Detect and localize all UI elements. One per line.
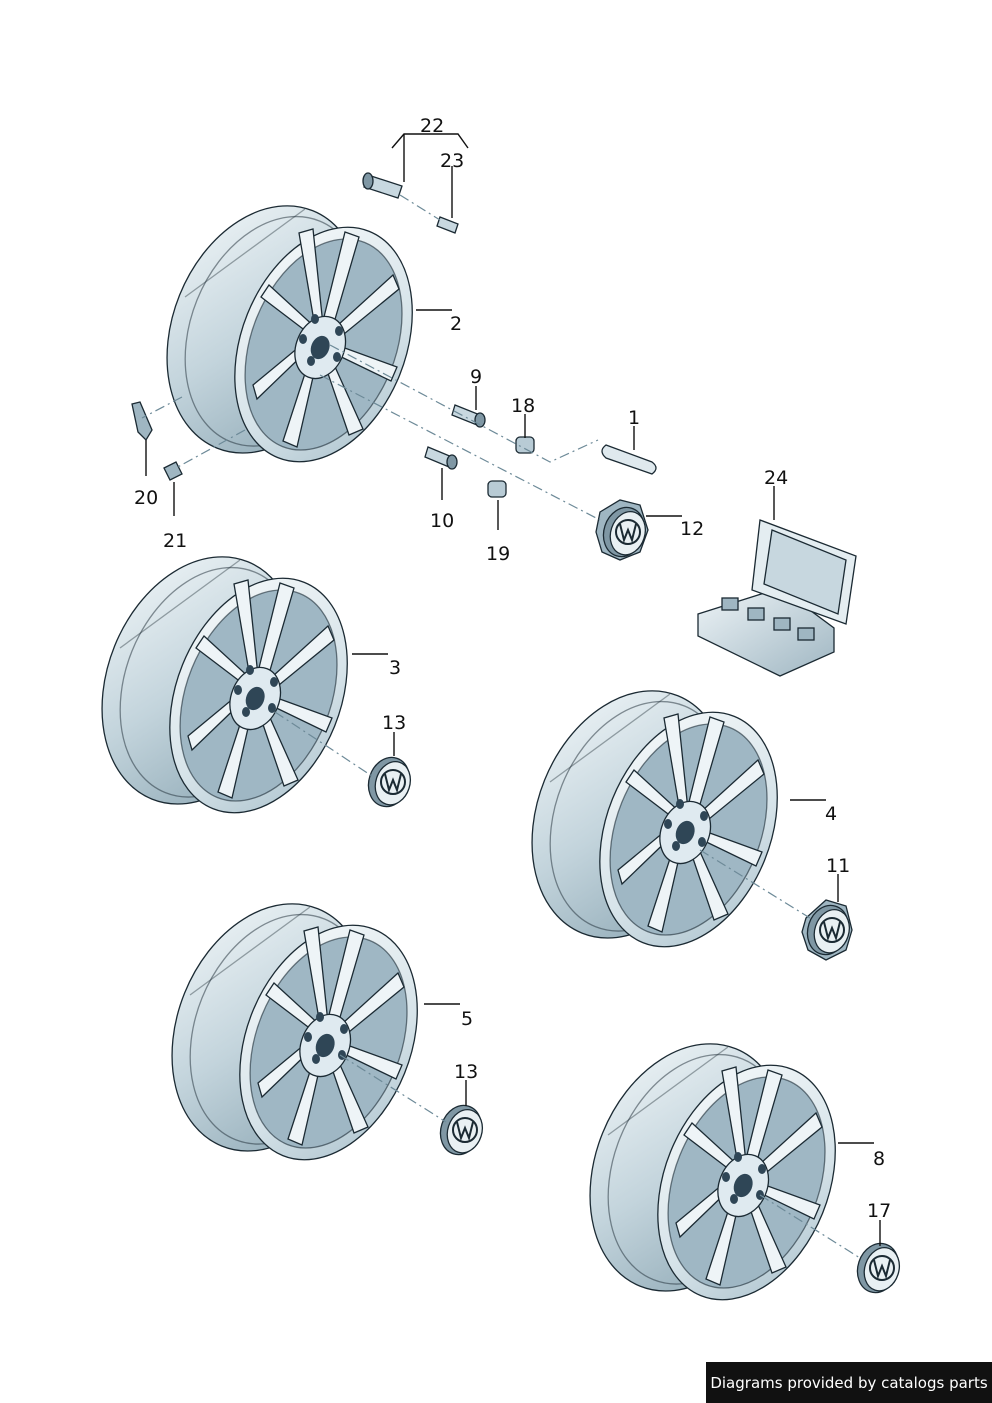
callout-12: 12 bbox=[680, 518, 704, 540]
callout-21: 21 bbox=[163, 530, 187, 552]
callout-1: 1 bbox=[628, 407, 640, 429]
callout-13-lower: 13 bbox=[454, 1061, 478, 1083]
callout-11: 11 bbox=[826, 855, 850, 877]
callout-20: 20 bbox=[134, 487, 158, 509]
callout-8: 8 bbox=[873, 1148, 885, 1170]
tool-case-24 bbox=[697, 519, 857, 677]
balance-weight-20 bbox=[131, 401, 153, 442]
centre-cap-13-upper bbox=[361, 751, 417, 813]
callout-4: 4 bbox=[825, 803, 837, 825]
wheel-4 bbox=[496, 660, 811, 974]
callout-5: 5 bbox=[461, 1008, 473, 1030]
wheel-bolt-10 bbox=[424, 446, 458, 470]
wheel-5 bbox=[136, 873, 451, 1187]
centre-cap-12 bbox=[595, 499, 652, 563]
balance-weight-21 bbox=[163, 461, 183, 481]
footer-text: Diagrams provided by catalogs parts bbox=[710, 1373, 988, 1392]
footer-banner: Diagrams provided by catalogs parts bbox=[706, 1362, 992, 1403]
assembly-axes bbox=[141, 194, 861, 1259]
callout-9: 9 bbox=[470, 366, 482, 388]
callout-13-upper: 13 bbox=[382, 712, 406, 734]
callout-24: 24 bbox=[764, 467, 788, 489]
callout-2: 2 bbox=[450, 313, 462, 335]
hubcap-puller-1 bbox=[601, 444, 657, 475]
valve-stem-22 bbox=[362, 172, 403, 199]
valve-cap-23 bbox=[436, 216, 459, 234]
centre-cap-13-lower bbox=[433, 1099, 489, 1161]
callout-23: 23 bbox=[440, 150, 464, 172]
lock-nut-18 bbox=[515, 436, 535, 454]
callout-10: 10 bbox=[430, 510, 454, 532]
centre-cap-17 bbox=[850, 1237, 906, 1299]
callout-19: 19 bbox=[486, 543, 510, 565]
callout-17: 17 bbox=[867, 1200, 891, 1222]
callout-18: 18 bbox=[511, 395, 535, 417]
wheel-3 bbox=[66, 526, 381, 840]
centre-cap-11 bbox=[800, 899, 856, 961]
callout-22: 22 bbox=[420, 115, 444, 137]
callout-3: 3 bbox=[389, 657, 401, 679]
leader-lines bbox=[145, 133, 881, 1246]
wheel-8 bbox=[554, 1013, 869, 1327]
lock-nut-19 bbox=[487, 480, 507, 498]
wheel-2 bbox=[131, 175, 446, 489]
wheel-bolt-9 bbox=[451, 404, 486, 428]
